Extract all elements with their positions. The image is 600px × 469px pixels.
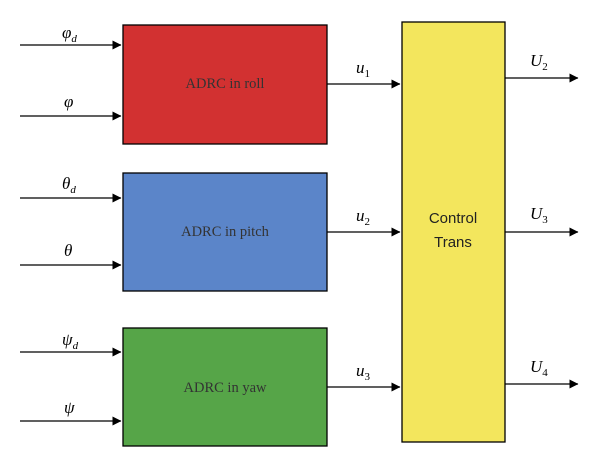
label-theta: θ [64, 241, 72, 260]
label-U2: U2 [530, 51, 548, 73]
block-control-trans-label-line2: Trans [434, 234, 472, 251]
label-u2: u2 [356, 206, 370, 228]
block-adrc-yaw-label: ADRC in yaw [184, 380, 268, 396]
label-U4: U4 [530, 357, 548, 379]
block-adrc-pitch-label: ADRC in pitch [181, 224, 270, 240]
block-adrc-pitch [122, 172, 328, 292]
label-phi-d: φd [62, 23, 77, 45]
label-U3: U3 [530, 204, 548, 226]
label-u1: u1 [356, 58, 370, 80]
label-phi: φ [64, 92, 73, 111]
block-adrc-yaw [122, 327, 328, 447]
block-control-trans [401, 21, 506, 443]
block-control-trans-label-line1: Control [429, 210, 477, 227]
label-u3: u3 [356, 361, 371, 383]
label-psi: ψ [64, 398, 75, 417]
block-adrc-roll [122, 24, 328, 145]
label-theta-d: θd [62, 174, 76, 196]
label-psi-d: ψd [62, 330, 79, 352]
block-adrc-roll-label: ADRC in roll [186, 76, 265, 92]
